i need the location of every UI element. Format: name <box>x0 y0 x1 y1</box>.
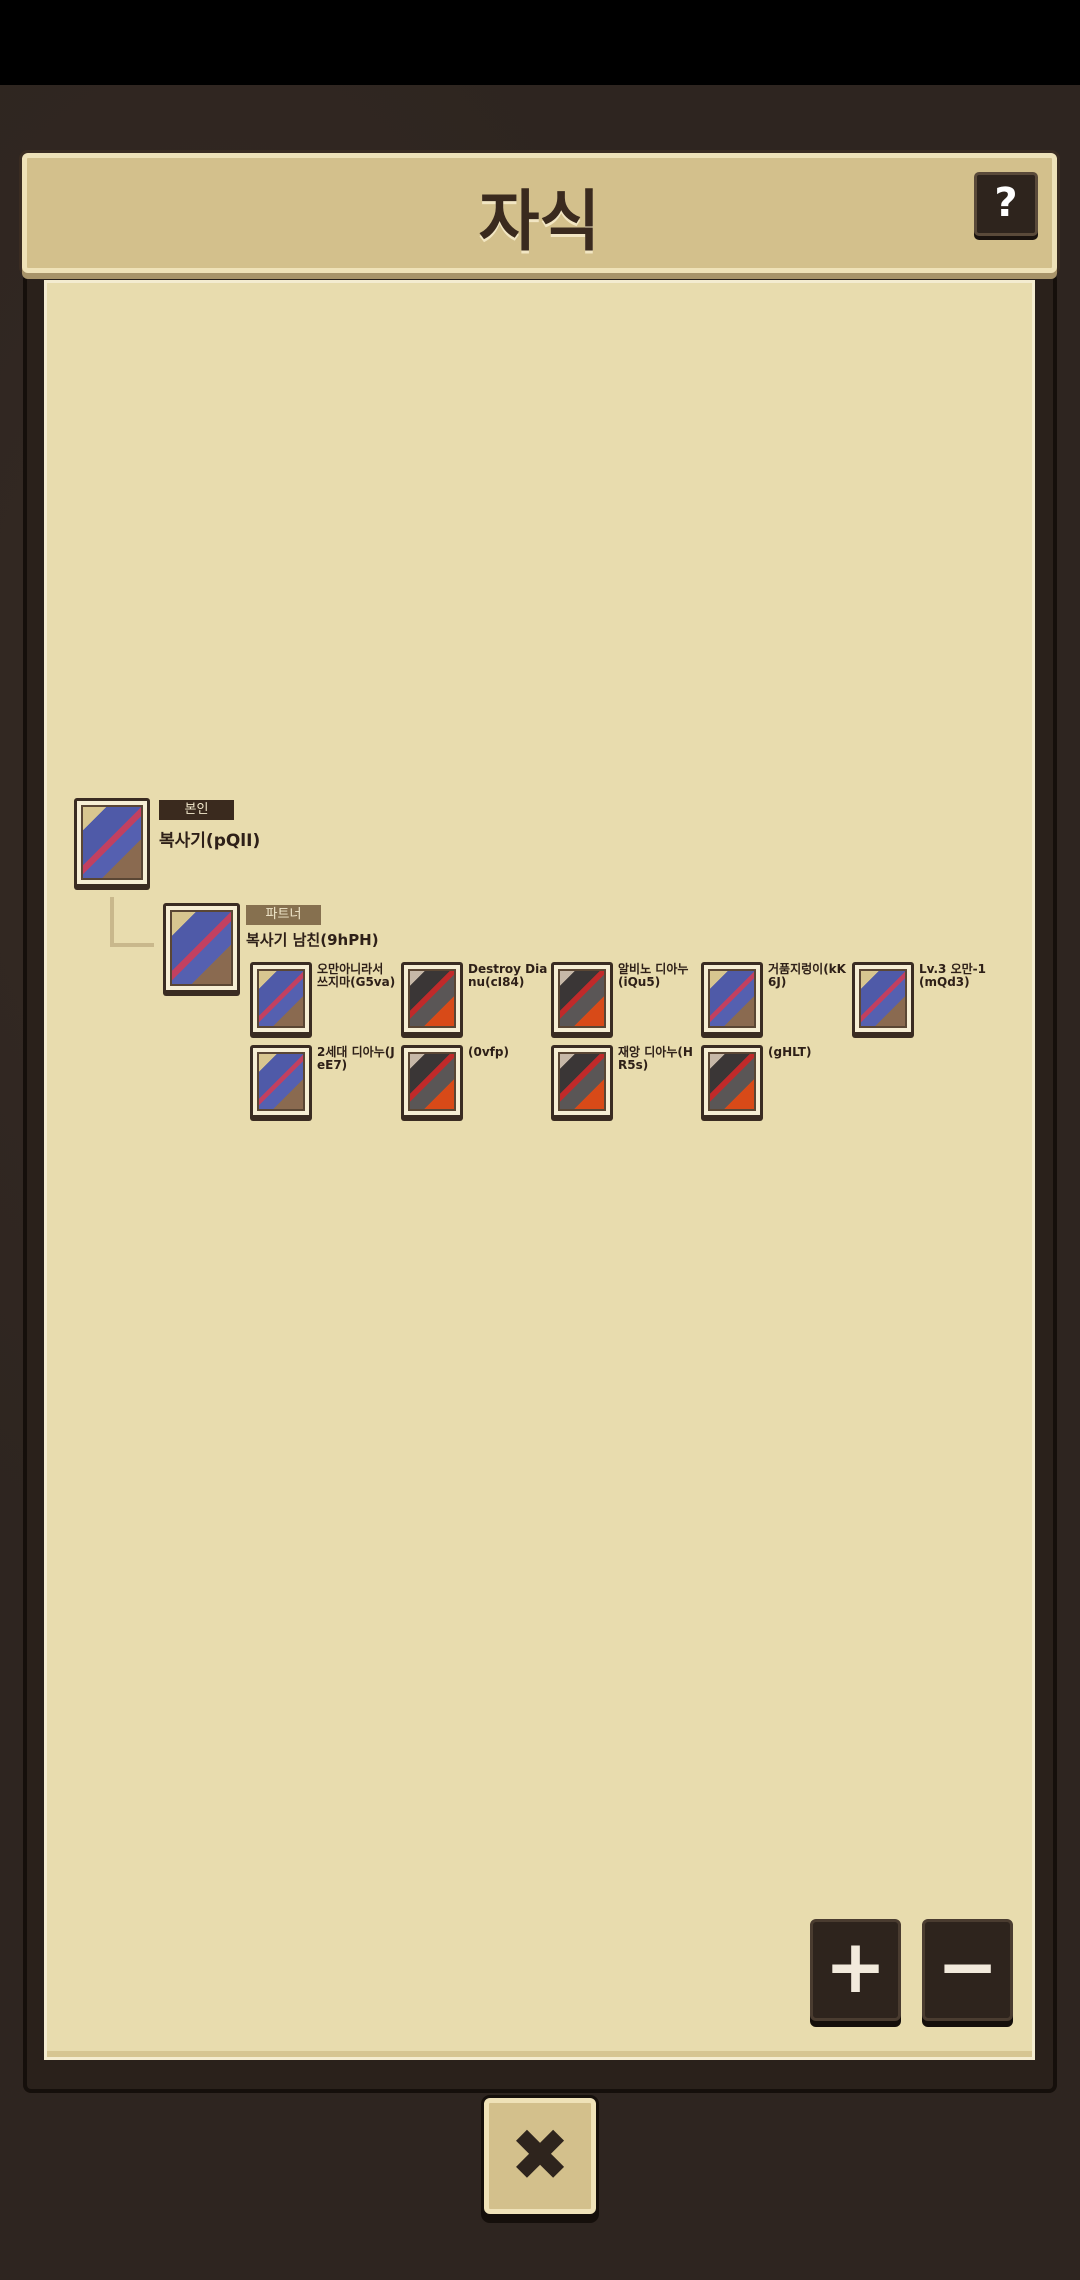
child-portrait[interactable] <box>401 1045 463 1118</box>
child-name: 2세대 디아누(JeE7) <box>317 1045 395 1072</box>
child-portrait[interactable] <box>401 962 463 1035</box>
close-button[interactable]: ✖ <box>484 2098 596 2214</box>
family-tree-canvas[interactable]: 본인 복사기(pQlI) 파트너 복사기 남친(9hPH) 오만아니라서 쓰지마… <box>44 280 1035 2060</box>
self-name: 복사기(pQlI) <box>159 831 261 851</box>
child-name: Destroy Dianu(cI84) <box>468 962 548 989</box>
child-portrait[interactable] <box>701 1045 763 1118</box>
child-name: 오만아니라서 쓰지마(G5va) <box>317 962 396 989</box>
child-name: 거품지렁이(kK6J) <box>768 962 846 989</box>
child-name: Lv.3 오만-1(mQd3) <box>919 962 986 989</box>
zoom-in-button[interactable]: + <box>810 1919 901 2021</box>
child-name: 재앙 디아누(HR5s) <box>618 1045 693 1072</box>
child-name: (gHLT) <box>768 1045 812 1059</box>
partner-badge: 파트너 <box>246 905 321 925</box>
partner-portrait[interactable] <box>163 903 240 993</box>
help-button[interactable]: ? <box>974 172 1038 236</box>
self-badge: 본인 <box>159 800 234 820</box>
self-portrait[interactable] <box>74 798 150 887</box>
child-portrait[interactable] <box>852 962 914 1035</box>
child-portrait[interactable] <box>250 1045 312 1118</box>
title-banner: 자식 ? <box>22 153 1057 273</box>
child-portrait[interactable] <box>701 962 763 1035</box>
tree-connector <box>110 943 154 947</box>
child-portrait[interactable] <box>250 962 312 1035</box>
child-name: (0vfp) <box>468 1045 509 1059</box>
child-portrait[interactable] <box>551 1045 613 1118</box>
partner-name: 복사기 남친(9hPH) <box>246 931 379 949</box>
child-name: 알비노 디아누(iQu5) <box>618 962 689 989</box>
page-title: 자식 <box>478 183 601 260</box>
zoom-out-button[interactable]: − <box>922 1919 1013 2021</box>
tree-connector <box>110 897 114 947</box>
child-portrait[interactable] <box>551 962 613 1035</box>
status-bar <box>0 0 1080 85</box>
